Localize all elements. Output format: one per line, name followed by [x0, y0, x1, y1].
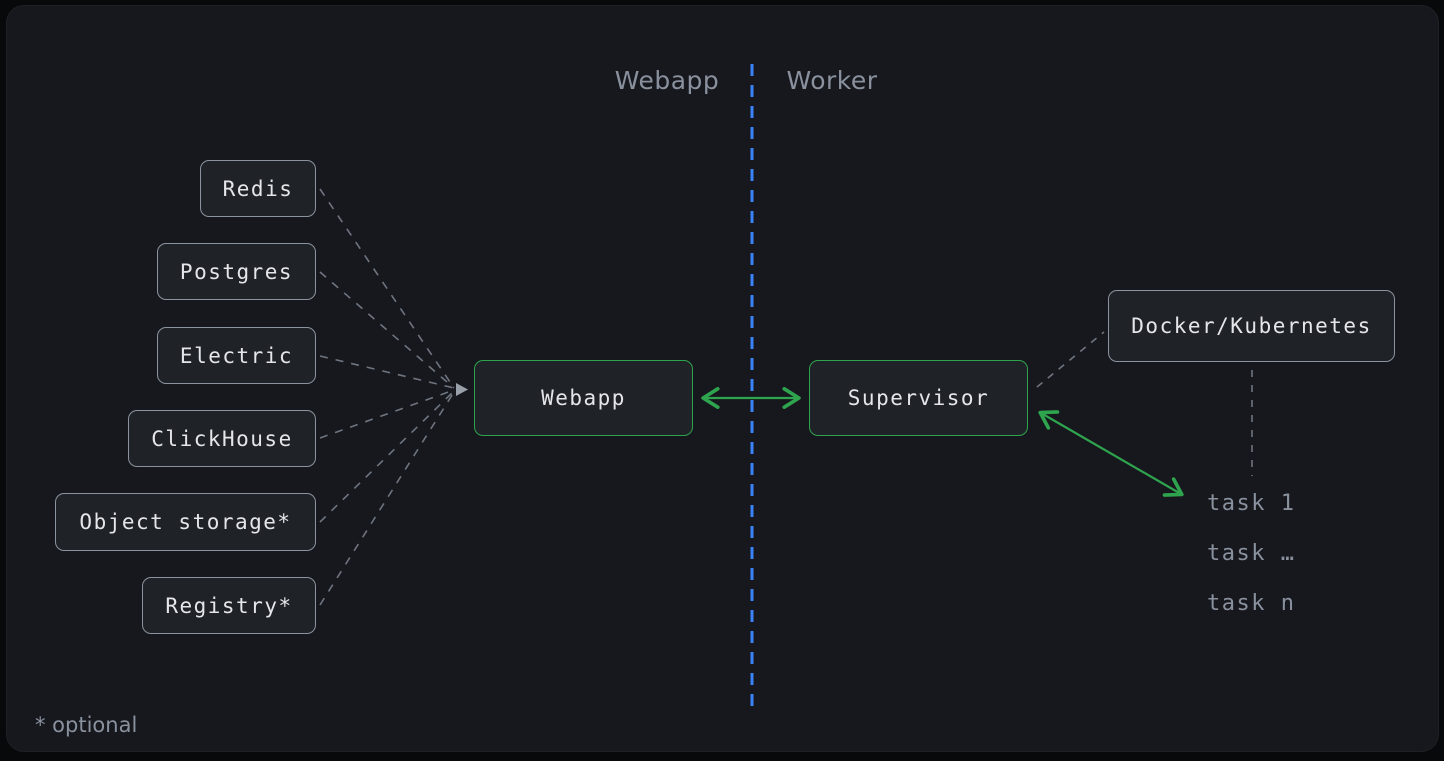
- supervisor-orchestrator-line: [1036, 331, 1105, 388]
- node-electric: Electric: [157, 327, 316, 384]
- optional-footnote: * optional: [35, 713, 138, 737]
- task-item-ellipsis: task …: [1207, 541, 1296, 566]
- task-item-n: task n: [1207, 591, 1296, 616]
- dependency-connector-lines: [319, 188, 455, 606]
- node-webapp: Webapp: [474, 360, 693, 436]
- registry-connector-line: [319, 391, 455, 606]
- object-storage-connector-line: [319, 390, 455, 523]
- electric-connector-line: [319, 355, 455, 389]
- node-supervisor: Supervisor: [809, 360, 1028, 436]
- node-clickhouse: ClickHouse: [128, 410, 316, 467]
- node-redis: Redis: [200, 160, 316, 217]
- node-registry: Registry*: [142, 577, 316, 634]
- node-docker-kubernetes: Docker/Kubernetes: [1108, 290, 1395, 362]
- dependency-arrowhead-icon: [456, 383, 468, 396]
- postgres-connector-line: [319, 271, 455, 389]
- diagram-canvas: Webapp Worker Redis Postgres Electric Cl…: [6, 5, 1439, 752]
- clickhouse-connector-line: [319, 389, 455, 439]
- lane-label-webapp: Webapp: [614, 66, 720, 95]
- redis-connector-line: [319, 188, 455, 389]
- node-postgres: Postgres: [157, 243, 316, 300]
- node-object-storage: Object storage*: [55, 493, 316, 551]
- task-item-1: task 1: [1207, 491, 1296, 516]
- lane-label-worker: Worker: [786, 66, 878, 95]
- supervisor-tasks-arrow: [1038, 410, 1184, 497]
